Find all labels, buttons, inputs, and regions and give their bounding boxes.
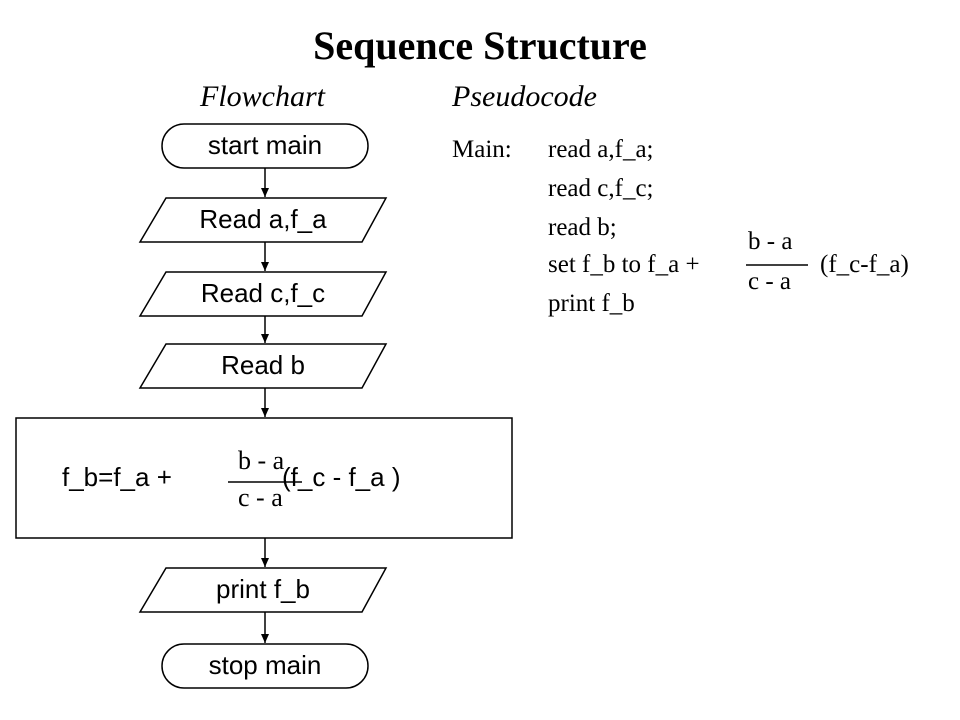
process-box [15,417,513,539]
pseudocode-line: set f_b to f_a + [548,251,700,278]
read-b-label: Read b [221,350,305,380]
process-lhs: f_b=f_a + [62,462,172,492]
pseudocode-denominator: c - a [748,268,792,295]
print-parallelogram [138,567,388,613]
read-b-parallelogram [138,343,388,389]
print-label: print f_b [216,574,310,604]
start-label: start main [207,130,323,160]
process-denominator: c - a [238,483,283,512]
pseudocode-line: read a,f_a; [548,136,654,163]
flowchart-heading: Flowchart [200,80,325,113]
pseudocode-heading: Pseudocode [452,80,597,113]
read-c-parallelogram [138,271,388,317]
stop-label: stop main [208,650,322,680]
pseudocode-line: print f_b [548,290,635,317]
process-numerator: b - a [238,446,285,475]
stop-terminator [161,643,369,689]
pseudocode-line: read b; [548,214,617,241]
pseudocode-main-label: Main: [452,136,512,163]
read-a-parallelogram [138,197,388,243]
process-rhs: (f_c - f_a ) [282,462,401,492]
page-title: Sequence Structure [313,23,647,68]
read-c-label: Read c,f_c [200,278,326,308]
read-a-label: Read a,f_a [199,204,327,234]
pseudocode-line: read c,f_c; [548,175,654,202]
pseudocode-numerator: b - a [748,228,793,255]
pseudocode-rhs: (f_c-f_a) [820,251,909,278]
